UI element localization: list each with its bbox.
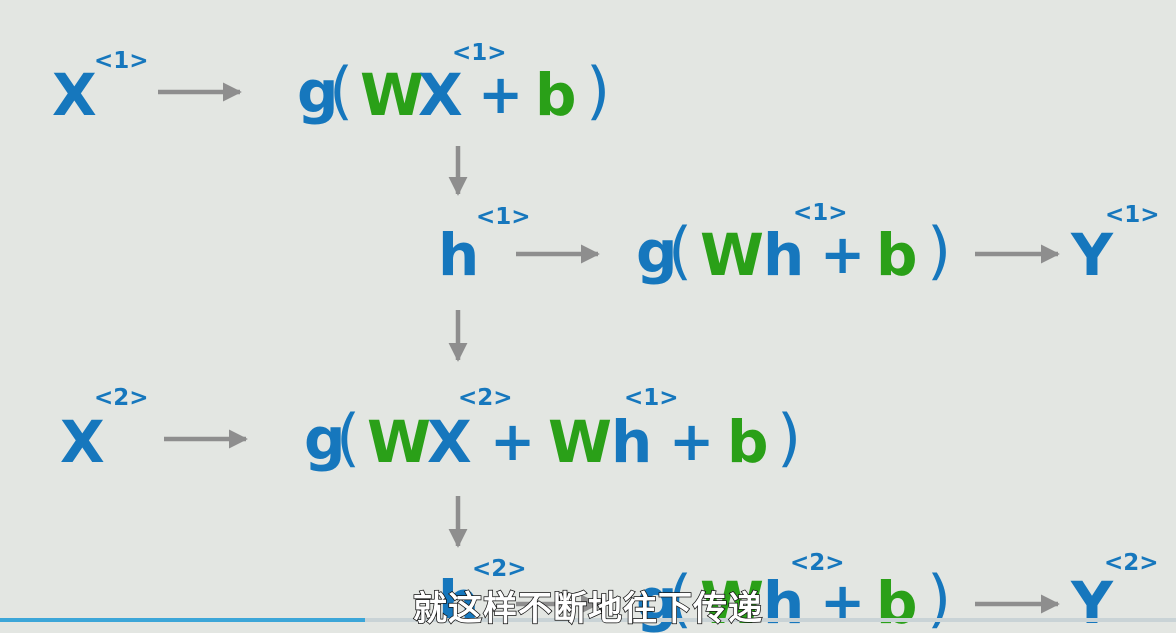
x2-superscript: <2>	[94, 385, 149, 411]
close-paren: )	[927, 214, 951, 287]
g-function: g	[304, 405, 346, 473]
plus-sign: +	[669, 410, 714, 473]
w-weight: W	[360, 61, 424, 129]
h2-symbol: h	[438, 568, 479, 633]
close-paren: )	[586, 54, 610, 127]
x2-symbol: X	[60, 408, 105, 476]
w-weight: W	[548, 408, 612, 476]
row-hidden-2: h <2> g ( W h <2> + b ) Y <2>	[438, 550, 1159, 633]
plus-sign: +	[820, 223, 865, 286]
y2-superscript: <2>	[1104, 550, 1159, 576]
h-term-superscript: <1>	[624, 385, 679, 411]
y2-symbol: Y	[1070, 569, 1114, 633]
open-paren: (	[329, 54, 353, 127]
h1-symbol: h	[438, 221, 479, 289]
x-term-superscript: <1>	[452, 40, 507, 66]
open-paren: (	[336, 401, 360, 474]
x-term-superscript: <2>	[458, 385, 513, 411]
x-term: X	[418, 61, 463, 129]
g-function: g	[636, 218, 678, 286]
h-term-superscript: <2>	[790, 550, 845, 576]
h-term: h	[763, 221, 804, 289]
video-progress-fill	[0, 618, 365, 622]
b-bias: b	[535, 61, 577, 129]
h-term: h	[763, 569, 804, 633]
g-function: g	[297, 58, 339, 126]
plus-sign: +	[490, 410, 535, 473]
h-term-superscript: <1>	[793, 200, 848, 226]
plus-sign: +	[820, 571, 865, 633]
y1-superscript: <1>	[1105, 202, 1160, 228]
plus-sign: +	[478, 63, 523, 126]
row-hidden-1: h <1> g ( W h <1> + b ) Y <1>	[438, 200, 1160, 289]
y1-symbol: Y	[1070, 221, 1114, 289]
subtitle-caption: 就这样不断地往下传递	[412, 588, 763, 630]
w-weight: W	[700, 569, 764, 633]
row-input-1: X <1> g ( W X <1> + b )	[52, 40, 610, 129]
h-term: h	[611, 408, 652, 476]
b-bias: b	[727, 408, 769, 476]
b-bias: b	[876, 221, 918, 289]
x1-symbol: X	[52, 61, 97, 129]
open-paren: (	[668, 214, 692, 287]
w-weight: W	[700, 221, 764, 289]
row-input-2: X <2> g ( W X <2> + W h <1> + b )	[60, 385, 801, 476]
b-bias: b	[876, 569, 918, 633]
w-weight: W	[367, 408, 431, 476]
h2-superscript: <2>	[472, 556, 527, 582]
close-paren: )	[777, 401, 801, 474]
x-term: X	[427, 408, 472, 476]
x1-superscript: <1>	[94, 48, 149, 74]
h1-superscript: <1>	[476, 204, 531, 230]
video-progress-bar[interactable]	[0, 618, 1176, 622]
